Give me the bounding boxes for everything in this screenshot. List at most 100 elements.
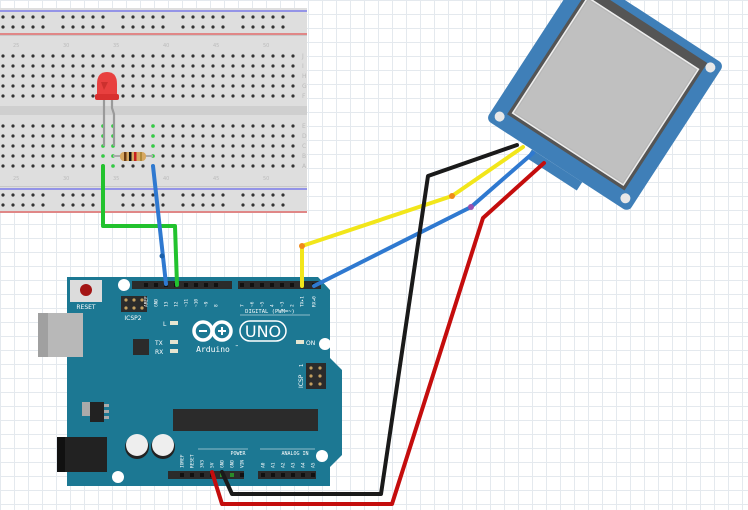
wire-yellow[interactable] bbox=[300, 145, 525, 288]
wire-blue-breadboard[interactable] bbox=[151, 164, 168, 286]
breadboard-hole bbox=[11, 94, 15, 98]
breadboard-hole bbox=[1, 94, 5, 98]
icsp2-header bbox=[121, 296, 147, 312]
wire-bend-point[interactable] bbox=[468, 204, 474, 210]
breadboard-hole bbox=[41, 203, 45, 207]
breadboard-hole bbox=[11, 25, 15, 29]
breadboard-hole bbox=[131, 164, 135, 168]
breadboard-hole bbox=[191, 84, 195, 88]
breadboard-hole bbox=[261, 64, 265, 68]
wire-green[interactable] bbox=[101, 164, 179, 287]
wire-red[interactable] bbox=[210, 161, 546, 506]
breadboard-hole bbox=[211, 54, 215, 58]
analog-pin-label: A0 bbox=[261, 462, 267, 468]
breadboard-hole bbox=[241, 154, 245, 158]
digital-pin-label: GND bbox=[154, 299, 160, 307]
wire-black[interactable] bbox=[220, 143, 519, 496]
breadboard-hole bbox=[201, 164, 205, 168]
breadboard-hole bbox=[241, 64, 245, 68]
led-l-label: L bbox=[163, 321, 167, 328]
mounting-hole bbox=[316, 450, 328, 462]
breadboard-hole bbox=[201, 54, 205, 58]
analog-pin[interactable] bbox=[311, 473, 315, 477]
breadboard-hole bbox=[141, 134, 145, 138]
breadboard-hole bbox=[21, 124, 25, 128]
breadboard-hole bbox=[161, 124, 165, 128]
breadboard-hole bbox=[81, 203, 85, 207]
breadboard-hole bbox=[271, 193, 275, 197]
breadboard-hole bbox=[131, 203, 135, 207]
breadboard-hole bbox=[11, 134, 15, 138]
breadboard-hole bbox=[11, 84, 15, 88]
row-label: G bbox=[302, 83, 307, 90]
breadboard-hole bbox=[71, 15, 75, 19]
breadboard-hole bbox=[201, 144, 205, 148]
breadboard-hole bbox=[51, 124, 55, 128]
power-pin[interactable] bbox=[200, 473, 204, 477]
digital-pin[interactable] bbox=[280, 283, 284, 287]
breadboard-hole bbox=[151, 203, 155, 207]
power-pin[interactable] bbox=[180, 473, 184, 477]
nextion-display[interactable] bbox=[480, 0, 724, 220]
digital-pin-label: ~5 bbox=[260, 301, 266, 307]
resistor[interactable] bbox=[113, 152, 153, 161]
icsp-label: ICSP bbox=[298, 374, 305, 388]
breadboard-hole bbox=[131, 54, 135, 58]
breadboard-hole bbox=[241, 15, 245, 19]
power-pin[interactable] bbox=[230, 473, 234, 477]
breadboard-hole bbox=[241, 124, 245, 128]
breadboard-hole bbox=[281, 193, 285, 197]
breadboard-hole bbox=[241, 54, 245, 58]
breadboard-hole bbox=[51, 74, 55, 78]
digital-pin-label: ~3 bbox=[280, 301, 286, 307]
digital-pin[interactable] bbox=[270, 283, 274, 287]
power-pin[interactable] bbox=[190, 473, 194, 477]
digital-pin[interactable] bbox=[214, 283, 218, 287]
column-label: 40 bbox=[163, 176, 169, 182]
breadboard-hole bbox=[211, 193, 215, 197]
breadboard-hole bbox=[141, 74, 145, 78]
power-pin[interactable] bbox=[240, 473, 244, 477]
analog-pin[interactable] bbox=[261, 473, 265, 477]
breadboard-hole bbox=[41, 25, 45, 29]
digital-pin[interactable] bbox=[184, 283, 188, 287]
analog-pin[interactable] bbox=[271, 473, 275, 477]
digital-pin[interactable] bbox=[154, 283, 158, 287]
breadboard-hole bbox=[61, 134, 65, 138]
digital-pin[interactable] bbox=[144, 283, 148, 287]
breadboard-hole bbox=[251, 54, 255, 58]
red-led[interactable] bbox=[95, 72, 119, 146]
analog-pin[interactable] bbox=[281, 473, 285, 477]
breadboard-hole bbox=[221, 84, 225, 88]
led-body bbox=[97, 72, 117, 98]
wire-bend-point[interactable] bbox=[449, 193, 455, 199]
power-pin-label: VIN bbox=[240, 460, 246, 468]
power-label: POWER bbox=[230, 451, 246, 457]
wire-bend-point[interactable] bbox=[299, 243, 305, 249]
breadboard-hole bbox=[151, 54, 155, 58]
digital-pin[interactable] bbox=[204, 283, 208, 287]
breadboard-hole bbox=[261, 154, 265, 158]
breadboard-hole bbox=[51, 144, 55, 148]
analog-pin[interactable] bbox=[291, 473, 295, 477]
breadboard-hole bbox=[81, 154, 85, 158]
analog-pin[interactable] bbox=[301, 473, 305, 477]
digital-pin[interactable] bbox=[260, 283, 264, 287]
breadboard-hole bbox=[201, 134, 205, 138]
digital-pin[interactable] bbox=[290, 283, 294, 287]
digital-pin[interactable] bbox=[250, 283, 254, 287]
breadboard-hole bbox=[21, 74, 25, 78]
voltage-regulator bbox=[90, 402, 104, 422]
breadboard-hole bbox=[71, 94, 75, 98]
breadboard-hole bbox=[71, 54, 75, 58]
wire-bend-point[interactable] bbox=[159, 253, 165, 259]
breadboard-hole bbox=[31, 54, 35, 58]
digital-pin[interactable] bbox=[194, 283, 198, 287]
breadboard-hole bbox=[161, 25, 165, 29]
breadboard-hole bbox=[221, 144, 225, 148]
digital-pin[interactable] bbox=[240, 283, 244, 287]
column-label: 25 bbox=[13, 43, 19, 49]
breadboard-hole bbox=[191, 193, 195, 197]
column-label: 30 bbox=[63, 43, 69, 49]
